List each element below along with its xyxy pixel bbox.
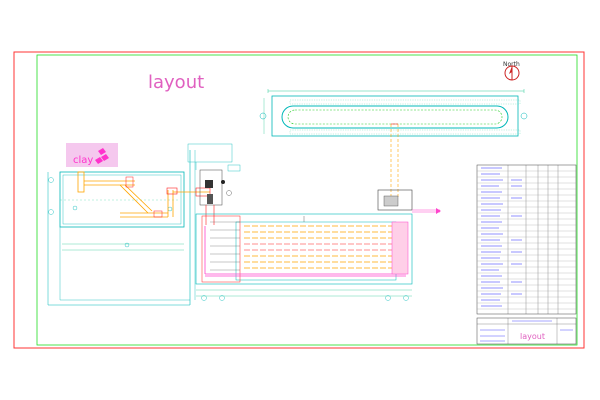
main-kiln [195,213,413,301]
center-machinery [187,143,241,225]
title-block: layout [476,317,577,345]
inner-frame [36,54,578,346]
clay-area: clay [66,143,118,167]
north-label: North [503,61,520,68]
clay-label: clay [73,155,93,166]
control-box [377,189,441,214]
connecting-ducts [390,123,399,198]
left-building [47,150,196,306]
outer-border [13,51,585,349]
drawing-title: layout [148,72,204,93]
top-furnace [259,89,528,137]
title-block-name: layout [520,332,545,341]
parts-table [476,164,577,315]
left-conveyors [77,171,211,218]
north-arrow: North [503,61,520,81]
